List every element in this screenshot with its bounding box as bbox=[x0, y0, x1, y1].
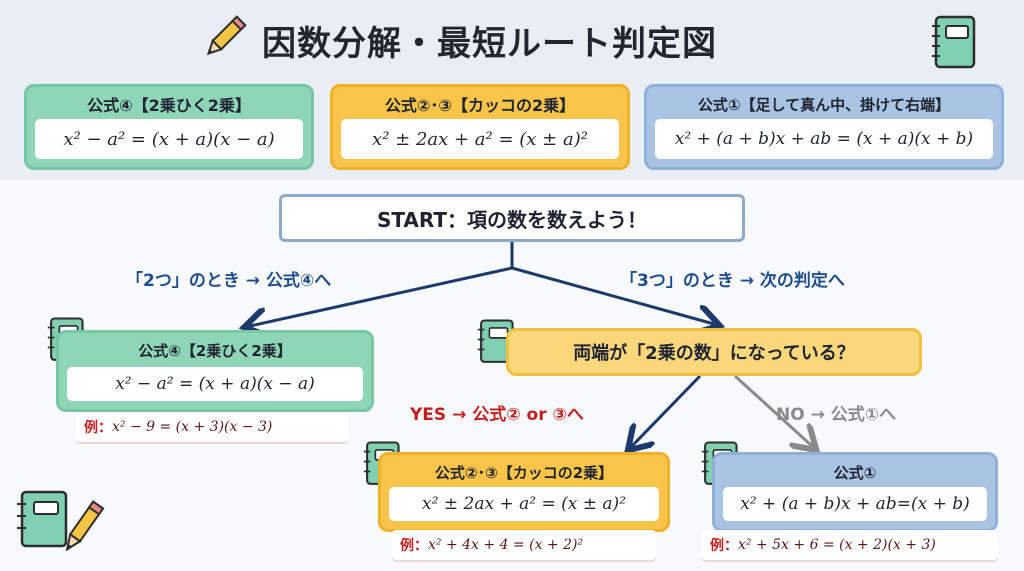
formula-card-4: 公式④【2乗ひく2乗】 x² − a² = (x + a)(x − a) bbox=[24, 84, 314, 170]
formula-card-1: 公式①【足して真ん中、掛けて右端】 x² + (a + b)x + ab = (… bbox=[644, 84, 1004, 170]
notebook-icon bbox=[17, 490, 68, 548]
branch-three-label: 「3つ」のとき → 次の判定へ bbox=[620, 271, 845, 291]
example-label: 例： bbox=[710, 538, 738, 554]
example-text: x² + 5x + 6 = (x + 2)(x + 3) bbox=[738, 537, 936, 553]
formula-card-title: 公式①【足して真ん中、掛けて右端】 bbox=[697, 95, 951, 114]
example-label: 例： bbox=[400, 538, 428, 554]
example-formula-1: 例： x² + 5x + 6 = (x + 2)(x + 3) bbox=[702, 530, 998, 560]
example-text: x² + 4x + 4 = (x + 2)² bbox=[428, 537, 584, 553]
formula-text: x² ± 2ax + a² = (x ± a)² bbox=[389, 487, 659, 521]
question-box: 両端が「2乗の数」になっている？ bbox=[506, 328, 922, 376]
result-card-formula-1: 公式① x² + (a + b)x + ab=(x + b) bbox=[712, 452, 998, 532]
formula-text: x² + (a + b)x + ab = (x + a)(x + b) bbox=[655, 119, 993, 159]
arrow-yes bbox=[632, 374, 702, 446]
result-card-title: 公式②･③【カッコの2乗】 bbox=[434, 463, 614, 482]
start-box: START：項の数を数えよう！ bbox=[279, 194, 745, 242]
notebook-icon bbox=[932, 15, 976, 69]
result-card-title: 公式④【2乗ひく2乗】 bbox=[138, 341, 292, 360]
arrow-to-formula-4 bbox=[250, 266, 513, 326]
formula-text: x² + (a + b)x + ab=(x + b) bbox=[723, 487, 987, 521]
result-card-title: 公式① bbox=[833, 463, 877, 482]
notebook-icon bbox=[477, 319, 514, 363]
pencil-icon bbox=[206, 15, 247, 56]
formula-text: x² − a² = (x + a)(x − a) bbox=[67, 367, 363, 401]
formula-card-2-3: 公式②･③【カッコの2乗】 x² ± 2ax + a² = (x ± a)² bbox=[330, 84, 630, 170]
branch-yes-label: YES → 公式② or ③へ bbox=[410, 405, 584, 425]
example-formula-4: 例： x² − 9 = (x + 3)(x − 3) bbox=[76, 412, 348, 442]
branch-no-label: NO → 公式①へ bbox=[776, 405, 897, 425]
arrow-no bbox=[733, 374, 812, 446]
page-title: 因数分解・最短ルート判定図 bbox=[262, 24, 717, 64]
example-formula-2-3: 例： x² + 4x + 4 = (x + 2)² bbox=[392, 530, 656, 560]
formula-card-title: 公式②･③【カッコの2乗】 bbox=[384, 96, 576, 115]
result-card-formula-2-3: 公式②･③【カッコの2乗】 x² ± 2ax + a² = (x ± a)² bbox=[378, 452, 670, 532]
formula-text: x² ± 2ax + a² = (x ± a)² bbox=[341, 119, 619, 159]
pencil-icon bbox=[65, 500, 105, 552]
example-label: 例： bbox=[84, 420, 112, 436]
branch-two-label: 「2つ」のとき → 公式④へ bbox=[126, 271, 332, 291]
result-card-formula-4: 公式④【2乗ひく2乗】 x² − a² = (x + a)(x − a) bbox=[56, 330, 374, 412]
formula-card-title: 公式④【2乗ひく2乗】 bbox=[87, 96, 251, 115]
arrow-to-question bbox=[511, 266, 714, 324]
formula-text: x² − a² = (x + a)(x − a) bbox=[35, 119, 303, 159]
example-text: x² − 9 = (x + 3)(x − 3) bbox=[112, 419, 273, 435]
